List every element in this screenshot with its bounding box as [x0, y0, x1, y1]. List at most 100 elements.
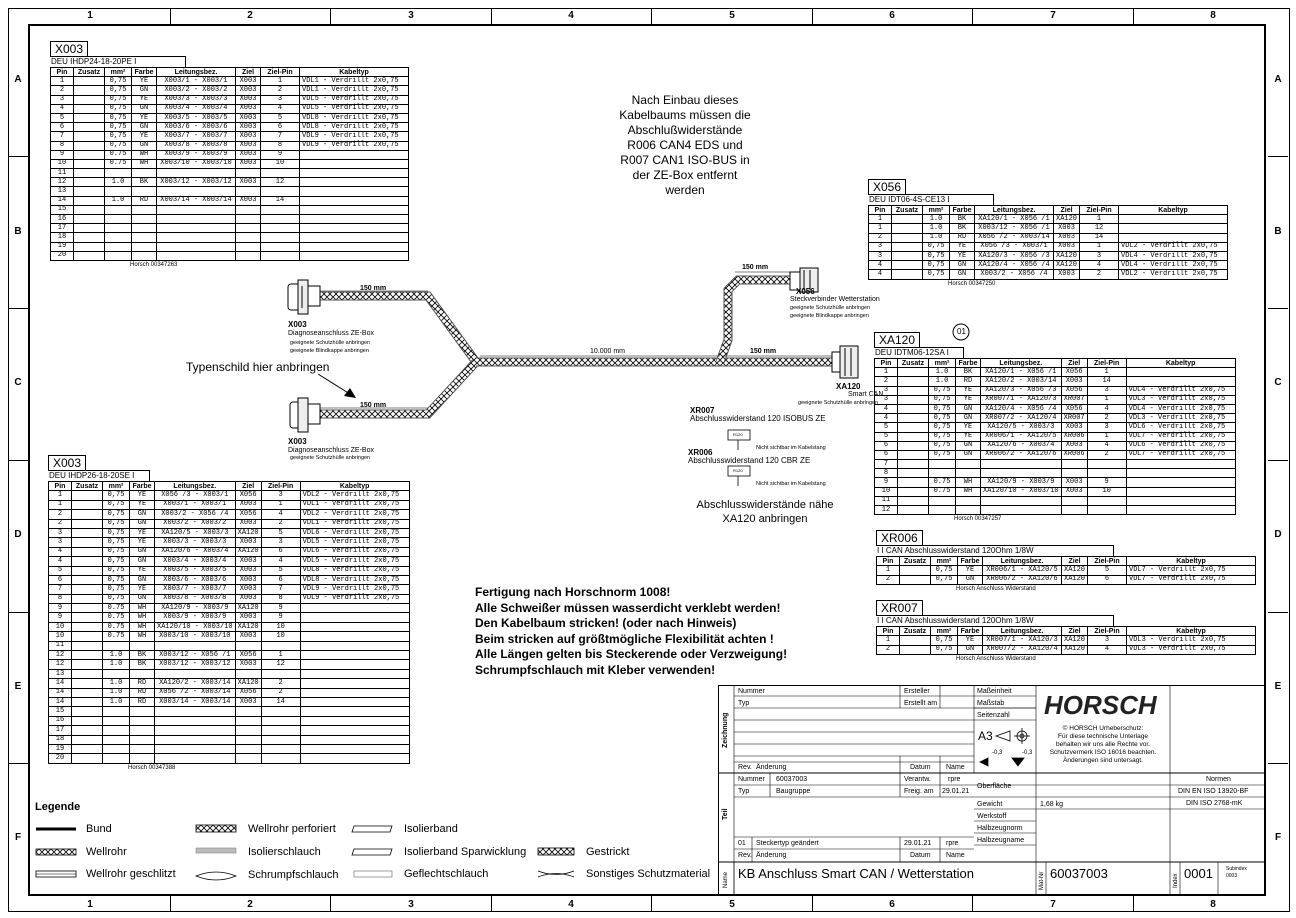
- grid-tick: [651, 896, 652, 912]
- tb-halbzeugnorm-label: Halbzeugnorm: [977, 825, 1023, 832]
- grid-tick: [812, 8, 813, 24]
- table-cell: [299, 753, 410, 764]
- legend-schrumpfschlauch: Schrumpfschlauch: [248, 869, 339, 881]
- grid-row-label: A: [14, 74, 22, 85]
- grid-tick: [1268, 460, 1288, 461]
- grid-col-label: 1: [87, 899, 93, 910]
- tb-typ-value: Baugruppe: [776, 788, 811, 795]
- xa120-name: XA120: [836, 382, 861, 391]
- xa120-note1: geeignete Schutzhülle anbringen: [798, 400, 879, 406]
- install-note-line: Kabelbaums müssen die: [619, 108, 751, 122]
- grid-tick: [8, 308, 28, 309]
- grid-tick: [491, 896, 492, 912]
- table-cell: [299, 177, 409, 188]
- table-row: 11: [50, 168, 409, 179]
- rule-line: Beim stricken auf größtmögliche Flexibil…: [475, 631, 774, 646]
- tb-seitenzahl-label: Seitenzahl: [977, 712, 1010, 719]
- table-row: 16: [50, 213, 409, 225]
- title-block-frame: [718, 685, 1266, 896]
- grid-col-label: 5: [729, 10, 735, 21]
- grid-tick: [8, 460, 28, 461]
- xa120-badge-circle: [952, 323, 970, 341]
- tb-nummer-value: 60037003: [776, 776, 808, 783]
- x056-note1: geeignete Schutzhülle anbringen: [790, 305, 871, 311]
- grid-row-label: F: [1274, 832, 1282, 843]
- install-note-line: R006 CAN4 EDS und: [627, 138, 743, 152]
- table-cell: XA120: [1060, 644, 1089, 655]
- grid-col-label: 6: [889, 10, 895, 21]
- tb-halbzeugname-label: Halbzeugname: [977, 837, 1025, 844]
- connector-footer-xr007: Horsch Anschluss Widerstand: [956, 655, 1036, 662]
- table-cell: [299, 168, 409, 179]
- dimension-lines: [320, 271, 832, 409]
- table-row: 11: [874, 495, 1236, 507]
- grid-col-label: 3: [408, 10, 414, 21]
- grid-tick: [1133, 8, 1134, 24]
- tb-tol-a: -0,3: [992, 750, 1003, 756]
- x003-top-note1: geeignete Schutzhülle anbringen: [290, 340, 371, 346]
- table-cell: [129, 753, 155, 764]
- legend-isolierband: Isolierband: [404, 823, 458, 835]
- table-cell: [299, 186, 409, 197]
- table-row: 18: [50, 232, 409, 243]
- install-note-line: Abschlußwiderstände: [627, 123, 743, 137]
- table-cell: [234, 753, 262, 764]
- rule-line: Fertigung nach Horschnorm 1008!: [475, 585, 671, 599]
- typenschild-label: Typenschild hier anbringen: [186, 360, 330, 374]
- tb-datum-label: Datum: [910, 764, 931, 771]
- rule-line: Den Kabelbaum stricken! (oder nach Hinwe…: [475, 616, 737, 631]
- x003-top-desc: Diagnoseanschluss ZE-Box: [288, 330, 374, 337]
- manufacturing-rules: Fertigung nach Horschnorm 1008!Alle Schw…: [475, 585, 787, 679]
- copyright-line: behalten wir uns alle Rechte vor.: [1056, 741, 1150, 748]
- drawing-title: KB Anschluss Smart CAN / Wetterstation: [738, 866, 975, 881]
- xa120-desc: Smart CAN: [848, 391, 884, 398]
- install-note-line: R007 CAN1 ISO-BUS in: [620, 153, 750, 167]
- legend-isolierband-sparwicklung: Isolierband Sparwicklung: [404, 846, 527, 858]
- connector-footer-x003-top: Horsch 00347263: [130, 262, 178, 269]
- xr007-not-visible: Nicht sichtbar im Kabelstang: [756, 445, 826, 451]
- table-cell: VDL2 - Verdrillt 2x0,75: [1118, 241, 1229, 252]
- grid-col-label: 8: [1210, 10, 1216, 21]
- tb-norm2: DIN ISO 2768-mK: [1186, 800, 1243, 807]
- table-header-cell: Ziel: [1052, 204, 1081, 216]
- tb-freig-label: Freig. am: [904, 788, 934, 795]
- table-cell: [1118, 214, 1229, 225]
- table-cell: XA120: [1052, 214, 1081, 225]
- tb-erstellt-am-label: Erstellt am: [904, 700, 938, 707]
- tb-verantw-label: Verantw.: [904, 776, 931, 783]
- grid-col-label: 4: [568, 10, 574, 21]
- tb-name-side-label: Name: [723, 871, 729, 888]
- drawing-inner-frame: [28, 24, 1266, 896]
- table-cell: [299, 250, 409, 261]
- tb-rev01: 01: [738, 840, 746, 847]
- table-cell: [299, 241, 409, 252]
- x056-note2: geeignete Blindkappe anbringen: [790, 313, 869, 319]
- tb-zeichnung-label: Zeichnung: [722, 712, 729, 748]
- grid-tick: [972, 8, 973, 24]
- tb-gewicht-value: 1,68 kg: [1040, 801, 1063, 808]
- table-cell: [955, 504, 981, 516]
- grid-col-label: 2: [247, 10, 253, 21]
- tb-matnr-value: 60037003: [1050, 866, 1108, 881]
- grid-row-label: E: [14, 681, 22, 692]
- x003-bottom-name: X003: [288, 437, 307, 446]
- x056-connector: [789, 267, 819, 293]
- grid-col-label: 2: [247, 899, 253, 910]
